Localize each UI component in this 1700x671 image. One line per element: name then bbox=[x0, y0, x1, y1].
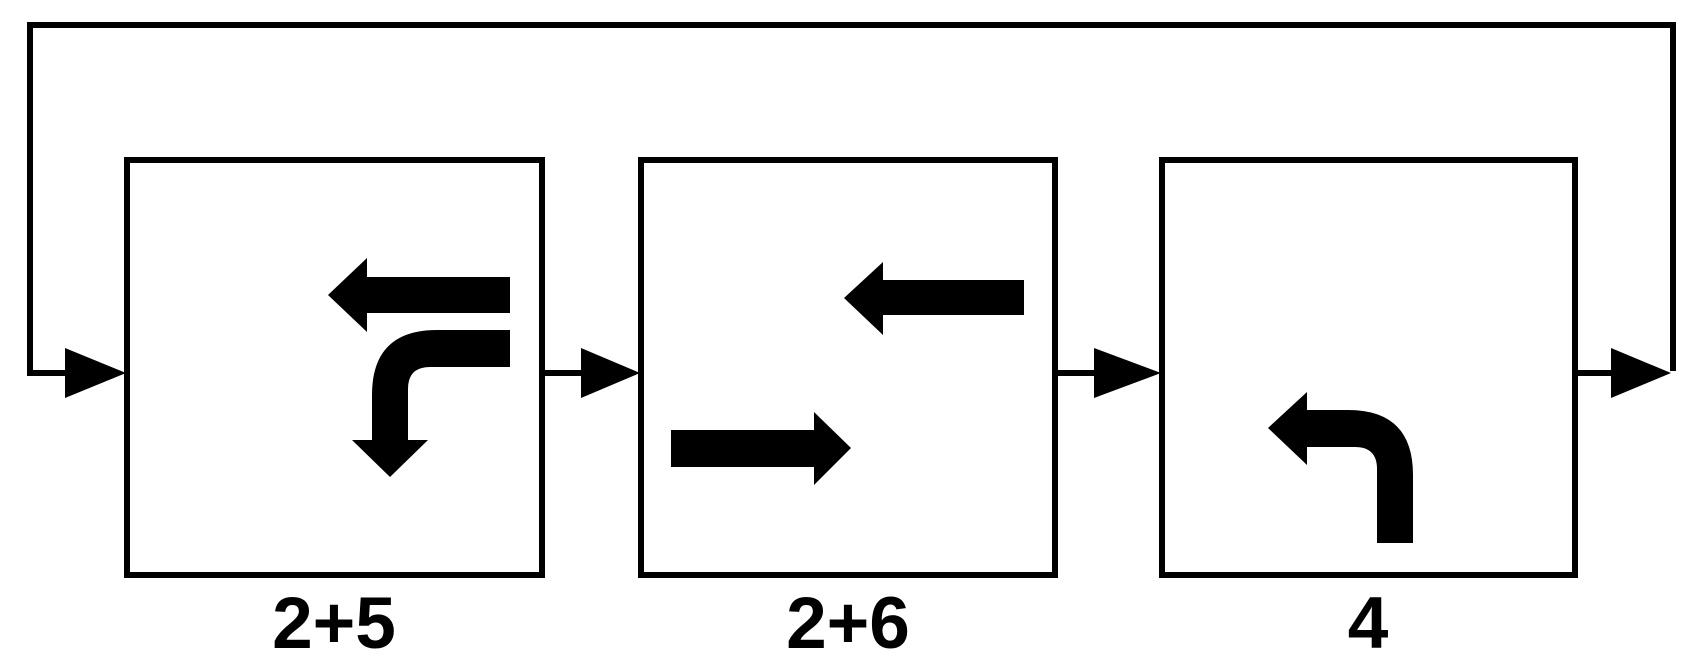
box-1-label: 2+5 bbox=[272, 583, 396, 664]
diagram-box-1 bbox=[124, 157, 545, 578]
arrow-elbow-up-to-left-icon bbox=[1268, 392, 1413, 543]
box1-to-box2-arrowhead-icon bbox=[581, 348, 640, 398]
arrow-right-icon bbox=[671, 412, 851, 485]
box-3-label: 4 bbox=[1348, 583, 1389, 664]
arrow-left-icon bbox=[328, 258, 510, 332]
arrow-left-icon bbox=[844, 262, 1024, 335]
feedback-loop-line bbox=[27, 22, 1676, 376]
diagram-box-3 bbox=[1159, 157, 1578, 578]
feedback-entry-arrowhead-icon bbox=[65, 348, 126, 398]
box-2-label: 2+6 bbox=[786, 583, 910, 664]
diagram-box-2 bbox=[638, 157, 1058, 578]
arrow-elbow-right-to-down-icon bbox=[352, 330, 510, 477]
box3-exit-arrowhead-icon bbox=[1611, 348, 1671, 398]
box2-to-box3-arrowhead-icon bbox=[1094, 348, 1161, 398]
